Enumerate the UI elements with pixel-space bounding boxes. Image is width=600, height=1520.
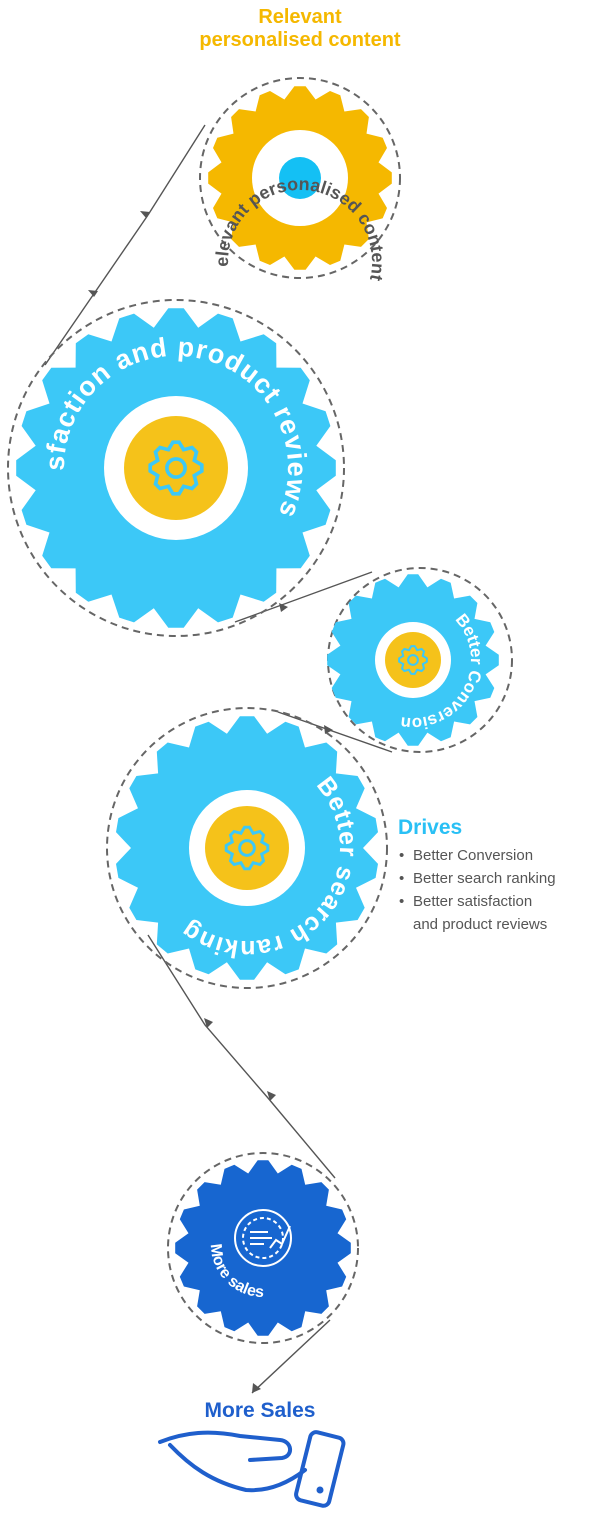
gear-better-satisfaction: Better satisfaction and product reviews xyxy=(0,0,336,628)
connector-4 xyxy=(277,711,393,753)
connector-arrows xyxy=(88,211,333,1393)
connector-2 xyxy=(44,214,149,366)
arrow-5 xyxy=(204,1018,213,1028)
gear-icon-hole xyxy=(238,839,256,857)
connector-5 xyxy=(147,934,336,1179)
gear-3-hub xyxy=(385,632,441,688)
dot-icon xyxy=(279,157,321,199)
outline-better-search-ranking xyxy=(106,707,388,989)
drives-item: Better satisfaction xyxy=(398,890,598,913)
connector-lines xyxy=(44,124,393,1394)
connector-3 xyxy=(234,571,373,623)
analytics-gear-icon xyxy=(234,1209,292,1267)
gear-icon-outline xyxy=(398,645,428,675)
gear-4-hub xyxy=(205,806,289,890)
gear-better-conversion: Better Conversion xyxy=(327,574,499,746)
outline-relevant-content xyxy=(199,77,401,279)
arrow-7 xyxy=(252,1383,261,1393)
hand-icon xyxy=(158,1430,346,1508)
gear-icon xyxy=(224,825,270,871)
drives-item-continued: and product reviews xyxy=(413,916,548,933)
gear-icon xyxy=(398,645,428,675)
gear-icon-hole xyxy=(407,654,419,666)
connector-1 xyxy=(147,124,206,216)
outline-more-sales xyxy=(167,1152,359,1344)
arrow-4 xyxy=(324,725,333,734)
drives-item: Better search ranking xyxy=(398,867,598,890)
drives-item: Better Conversion xyxy=(398,844,598,867)
gear-icon-outline xyxy=(224,825,270,871)
drives-title: Drives xyxy=(398,816,463,839)
arrow-6 xyxy=(267,1091,276,1101)
top-title-line-1: Relevant xyxy=(258,6,342,28)
gear-icon-hole xyxy=(165,457,187,479)
arrow-1 xyxy=(140,211,150,218)
drives-panel: Drives Better Conversion Better search r… xyxy=(398,816,598,936)
gear-more-sales: More sales xyxy=(175,1160,351,1336)
gear-icon-outline xyxy=(148,440,204,496)
top-title: Relevant personalised content xyxy=(150,6,450,52)
arrow-3 xyxy=(279,603,288,612)
arrow-2 xyxy=(88,290,98,297)
outline-better-satisfaction xyxy=(7,299,345,637)
gear-relevant-personalised-content: Relevant personalised content xyxy=(0,0,392,283)
gear-2-hub xyxy=(124,416,228,520)
gear-better-search-ranking: Better search ranking xyxy=(116,716,378,980)
connector-6 xyxy=(251,1319,331,1394)
more-sales-label: More Sales xyxy=(204,1399,316,1422)
drives-list: Better Conversion Better search ranking … xyxy=(398,844,598,936)
top-title-line-2: personalised content xyxy=(199,29,401,51)
gear-icon xyxy=(148,440,204,496)
